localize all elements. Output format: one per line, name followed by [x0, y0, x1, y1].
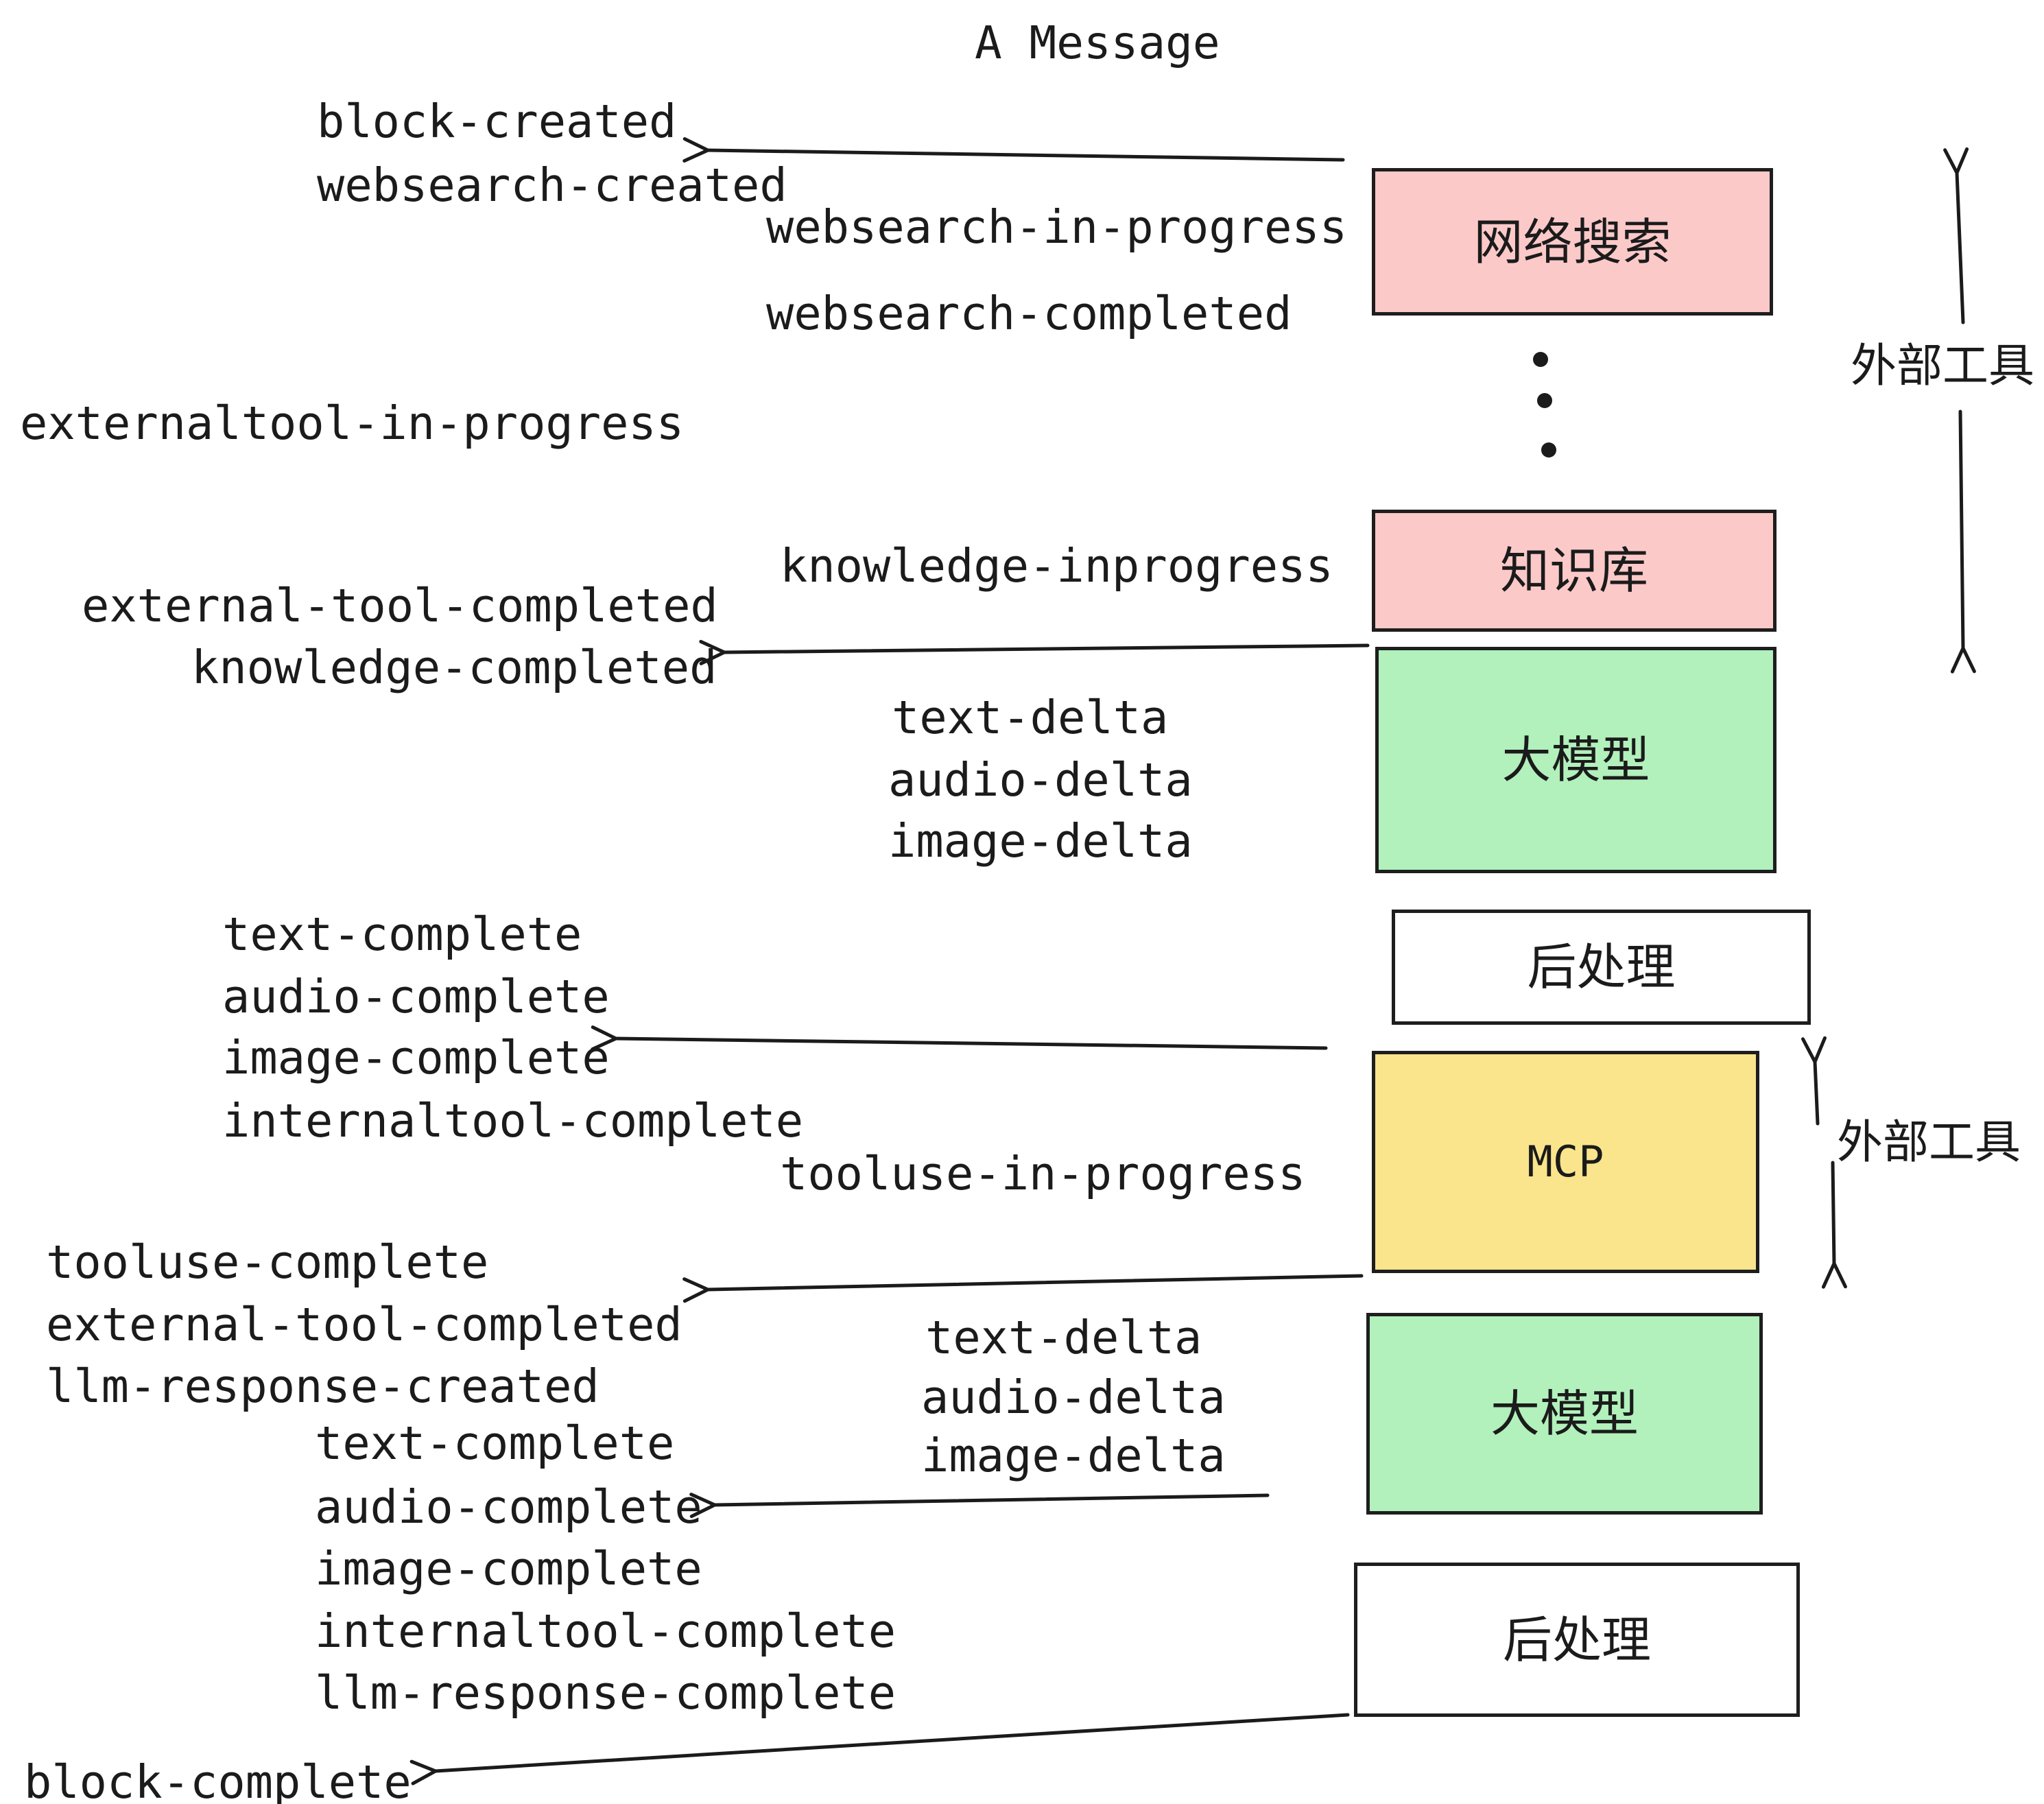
event-label-llm-response-created: llm-response-created	[46, 1360, 599, 1413]
ellipsis-dots-icon	[1533, 352, 1556, 458]
event-label-audio-complete-2: audio-complete	[315, 1480, 702, 1534]
external-tools-label-2: 外部工具	[1837, 1115, 2021, 1169]
event-label-tooluse-in-progress: tooluse-in-progress	[780, 1147, 1306, 1200]
external-tools-arrow-down-1-icon	[1950, 410, 1976, 674]
event-label-knowledge-inprogress: knowledge-inprogress	[780, 539, 1333, 593]
event-label-internaltool-complete: internaltool-complete	[222, 1094, 804, 1148]
llm-box-1-label: 大模型	[1501, 731, 1650, 789]
event-label-text-complete-2: text-complete	[315, 1416, 675, 1470]
diagram-title: A Message	[975, 16, 1220, 69]
event-label-external-tool-completed: external-tool-completed	[82, 579, 718, 632]
post-process-box-1-label: 后处理	[1527, 938, 1676, 996]
event-label-text-delta: text-delta	[892, 691, 1169, 744]
event-label-websearch-completed: websearch-completed	[766, 287, 1292, 340]
websearch-box-label: 网络搜索	[1473, 213, 1672, 271]
knowledge-base-box-label: 知识库	[1499, 542, 1648, 600]
post-process-box-2: 后处理	[1354, 1563, 1800, 1717]
event-label-externaltool-in-progress: externaltool-in-progress	[20, 396, 685, 450]
knowledge-base-box: 知识库	[1372, 510, 1776, 632]
event-label-websearch-in-progress: websearch-in-progress	[766, 200, 1348, 254]
event-label-knowledge-completed: knowledge-completed	[191, 641, 717, 694]
event-label-text-complete: text-complete	[222, 907, 582, 961]
event-label-audio-delta-2: audio-delta	[921, 1370, 1226, 1424]
arrow-websearch-created-icon	[682, 137, 1345, 163]
external-tools-arrow-up-2-icon	[1801, 1036, 1827, 1126]
event-label-block-created: block-created	[317, 95, 677, 148]
llm-box-2: 大模型	[1366, 1313, 1763, 1515]
post-process-box-1: 后处理	[1392, 910, 1811, 1025]
external-tools-label-1: 外部工具	[1851, 339, 2034, 392]
llm-box-2-label: 大模型	[1490, 1385, 1639, 1443]
llm-box-1: 大模型	[1375, 647, 1776, 873]
event-label-image-complete: image-complete	[222, 1031, 610, 1084]
websearch-box: 网络搜索	[1372, 168, 1773, 316]
event-label-llm-response-complete: llm-response-complete	[315, 1666, 896, 1720]
event-label-image-delta: image-delta	[888, 814, 1193, 868]
arrow-knowledge-completed-icon	[699, 639, 1370, 665]
arrow-tooluse-complete-icon	[682, 1274, 1364, 1303]
arrow-image-complete-icon	[591, 1025, 1328, 1052]
event-label-audio-delta: audio-delta	[888, 753, 1193, 807]
event-label-external-tool-completed-2: external-tool-completed	[46, 1298, 682, 1351]
event-label-internaltool-complete-2: internaltool-complete	[315, 1604, 896, 1658]
mcp-box: MCP	[1372, 1051, 1759, 1273]
event-label-websearch-created: websearch-created	[317, 158, 787, 212]
post-process-box-2-label: 后处理	[1502, 1611, 1651, 1669]
event-label-image-delta-2: image-delta	[921, 1429, 1226, 1482]
event-label-text-delta-2: text-delta	[925, 1311, 1202, 1364]
external-tools-arrow-down-2-icon	[1821, 1161, 1847, 1289]
external-tools-arrow-up-1-icon	[1943, 147, 1969, 324]
event-label-block-complete: block-complete	[24, 1755, 412, 1804]
arrow-audio-complete-icon	[689, 1493, 1270, 1519]
event-label-image-complete-2: image-complete	[315, 1542, 702, 1595]
mcp-box-label: MCP	[1527, 1137, 1604, 1187]
event-label-audio-complete: audio-complete	[222, 970, 610, 1023]
arrow-block-complete-icon	[409, 1713, 1350, 1785]
event-label-tooluse-complete: tooluse-complete	[46, 1235, 489, 1289]
